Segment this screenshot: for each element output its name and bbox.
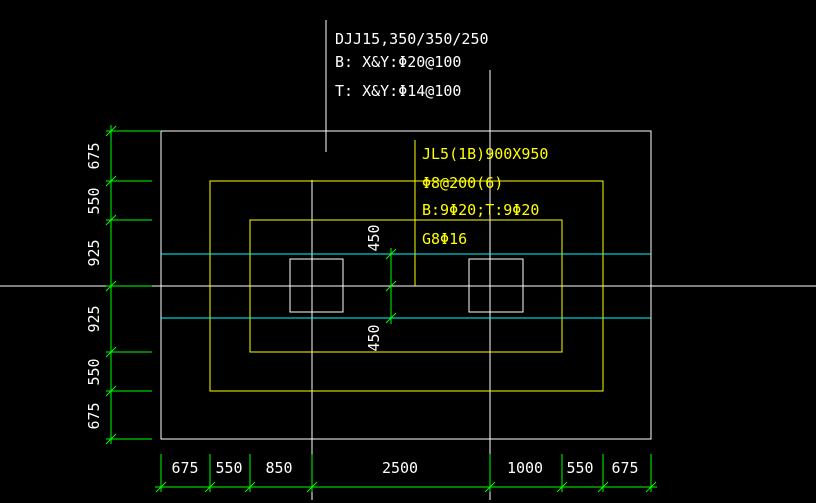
columns <box>289 258 524 313</box>
tick-mark <box>105 280 117 292</box>
beam-main-bars: B:9Φ20;T:9Φ20 <box>422 201 539 219</box>
tick-mark <box>105 433 117 445</box>
tick-mark <box>105 214 117 226</box>
horizontal-dimension-chain <box>155 454 657 493</box>
dimension-text: 450 <box>365 324 383 351</box>
dimension-text: 550 <box>85 358 103 385</box>
dimension-text: 925 <box>85 305 103 332</box>
tick-mark <box>105 175 117 187</box>
footing-step-outer <box>209 180 604 392</box>
tick-mark <box>385 248 397 260</box>
footing-outline <box>160 130 652 440</box>
horizontal-dimension-texts: 675 550 850 2500 1000 550 675 <box>171 459 638 477</box>
beam-dimension-texts: 450 450 <box>365 224 383 351</box>
tick-mark <box>155 481 167 493</box>
column-right <box>468 258 524 313</box>
beam-stirrups: Φ8@200(6) <box>422 174 503 192</box>
dimension-text: 850 <box>265 459 292 477</box>
top-reinforcement: T: X&Y:Φ14@100 <box>335 82 461 100</box>
footing-steps <box>209 140 604 392</box>
tick-mark <box>597 481 609 493</box>
tick-mark <box>105 125 117 137</box>
vertical-dimension-texts: 675 550 925 925 550 675 <box>85 142 103 429</box>
dimension-text: 675 <box>611 459 638 477</box>
dimension-text: 675 <box>85 142 103 169</box>
foundation-annotation: DJJ15,350/350/250 B: X&Y:Φ20@100 T: X&Y:… <box>335 30 489 100</box>
dimension-text: 675 <box>171 459 198 477</box>
beam-code: JL5(1B)900X950 <box>422 145 548 163</box>
dimension-text: 2500 <box>382 459 418 477</box>
dimension-text: 675 <box>85 402 103 429</box>
tick-mark <box>105 346 117 358</box>
tick-mark <box>385 312 397 324</box>
tick-mark <box>244 481 256 493</box>
dimension-text: 450 <box>365 224 383 251</box>
dimension-text: 550 <box>566 459 593 477</box>
dimension-text: 925 <box>85 239 103 266</box>
tick-mark <box>556 481 568 493</box>
tick-mark <box>105 385 117 397</box>
dimension-text: 550 <box>85 187 103 214</box>
column-left <box>289 258 344 313</box>
tick-mark <box>385 280 397 292</box>
vertical-dimension-chain <box>105 125 161 445</box>
beam-side-bars: G8Φ16 <box>422 230 467 248</box>
dimension-text: 550 <box>215 459 242 477</box>
beam-dimension-chain <box>385 248 397 324</box>
foundation-code: DJJ15,350/350/250 <box>335 30 489 48</box>
dimension-text: 1000 <box>507 459 543 477</box>
bottom-reinforcement: B: X&Y:Φ20@100 <box>335 53 461 71</box>
footing-step-inner <box>249 219 563 353</box>
tick-mark <box>204 481 216 493</box>
tick-mark <box>306 481 318 493</box>
tick-mark <box>645 481 657 493</box>
tick-mark <box>484 481 496 493</box>
beam-annotation: JL5(1B)900X950 Φ8@200(6) B:9Φ20;T:9Φ20 G… <box>422 145 548 248</box>
beam-edges <box>161 253 651 319</box>
